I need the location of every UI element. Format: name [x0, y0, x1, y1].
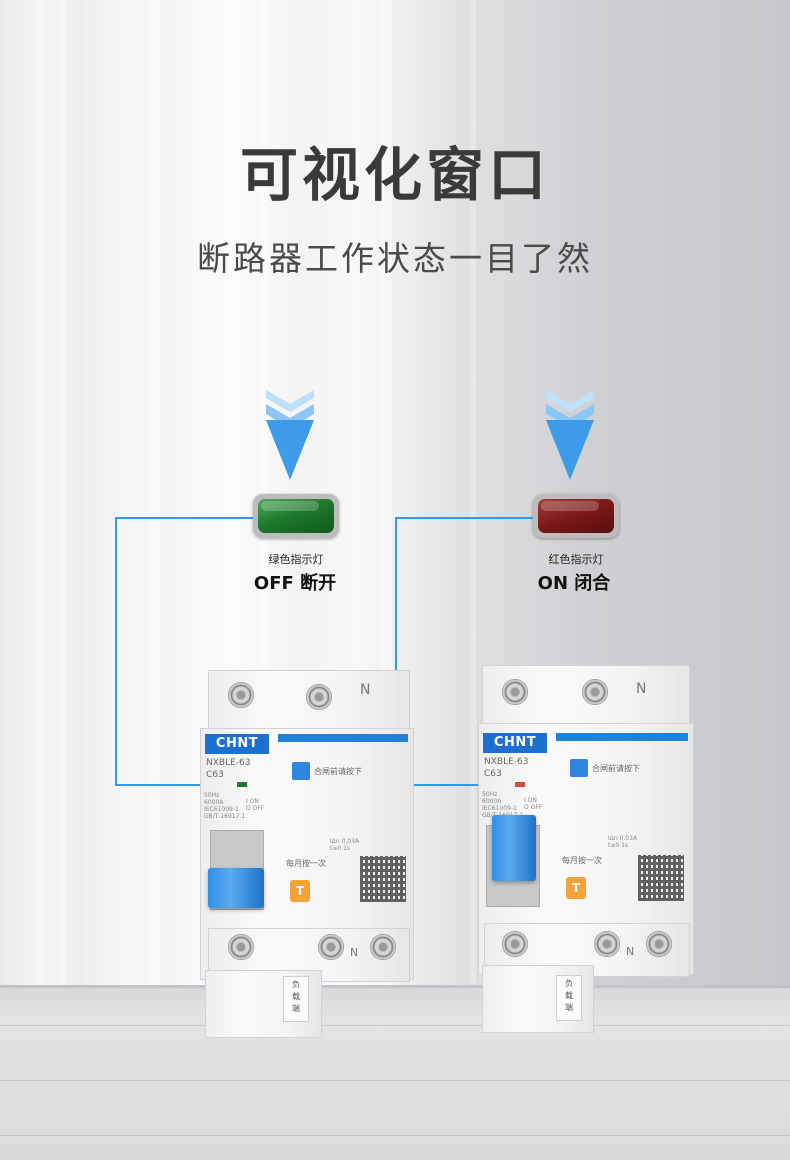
- down-arrow-icon: [266, 390, 314, 480]
- qr-code: [360, 856, 406, 902]
- status-window-red: [515, 782, 525, 787]
- on-off-legend: I ON O OFF: [524, 797, 543, 811]
- qr-code: [638, 855, 684, 901]
- terminal-screw: [502, 931, 528, 957]
- test-button[interactable]: T: [566, 877, 586, 899]
- model-label: NXBLE-63: [484, 757, 529, 767]
- terminal-screw: [646, 931, 672, 957]
- terminal-screw: [228, 682, 254, 708]
- neutral-label: N: [350, 946, 359, 959]
- red-indicator-lamp: [533, 494, 619, 538]
- indicator-label-green: 绿色指示灯: [268, 553, 324, 566]
- curtain-fold: [470, 0, 476, 990]
- indicator-state-off: OFF 断开: [253, 573, 337, 594]
- breaker-off: N CHNT NXBLE-63 C63 50Hz 6000A IEC61009-…: [200, 670, 422, 1040]
- model-label: NXBLE-63: [206, 758, 251, 768]
- breaker-on: N CHNT NXBLE-63 C63 50Hz 6000A IEC61009-…: [478, 665, 700, 1035]
- page-subtitle: 断路器工作状态一目了然: [197, 239, 593, 278]
- terminal-screw: [582, 679, 608, 705]
- reset-button[interactable]: [570, 759, 588, 777]
- curtain-fold: [150, 0, 160, 990]
- residual-spec: IΔn 0.03A t≤0.1s: [608, 835, 638, 849]
- down-arrow-icon: [546, 390, 594, 480]
- monthly-hint: 每月按一次: [286, 859, 326, 868]
- toggle-handle-off[interactable]: [208, 868, 264, 908]
- indicator-label-red: 红色指示灯: [548, 553, 604, 566]
- status-window-green: [237, 782, 247, 787]
- reset-button[interactable]: [292, 762, 310, 780]
- neutral-label: N: [636, 681, 647, 697]
- load-terminal-tag: 负 载 端: [283, 976, 309, 1022]
- residual-spec: IΔn 0.03A t≤0.1s: [330, 838, 360, 852]
- brand-logo: CHNT: [205, 734, 269, 754]
- neutral-label: N: [360, 682, 371, 698]
- terminal-screw: [594, 931, 620, 957]
- curtain-fold: [60, 0, 66, 990]
- terminal-screw: [370, 934, 396, 960]
- monthly-hint: 每月按一次: [562, 856, 602, 865]
- terminal-screw: [318, 934, 344, 960]
- rating-label: C63: [484, 769, 502, 779]
- brand-logo: CHNT: [483, 733, 547, 753]
- load-terminal-tag: 负 载 端: [556, 975, 582, 1021]
- toggle-handle-on[interactable]: [492, 815, 536, 881]
- terminal-screw: [228, 934, 254, 960]
- close-hint: 合闸前请按下: [314, 767, 362, 776]
- terminal-screw: [306, 684, 332, 710]
- spec-text: 50Hz 6000A IEC61009-1 GB/T 16917.1: [204, 792, 246, 820]
- close-hint: 合闸前请按下: [592, 764, 640, 773]
- test-button[interactable]: T: [290, 880, 310, 902]
- page-title: 可视化窗口: [239, 141, 550, 209]
- terminal-screw: [502, 679, 528, 705]
- on-off-legend: I ON O OFF: [246, 798, 265, 812]
- floor: [0, 985, 790, 1160]
- indicator-state-on: ON 闭合: [537, 573, 611, 594]
- neutral-label: N: [626, 945, 635, 958]
- rating-label: C63: [206, 770, 224, 780]
- green-indicator-lamp: [253, 494, 339, 538]
